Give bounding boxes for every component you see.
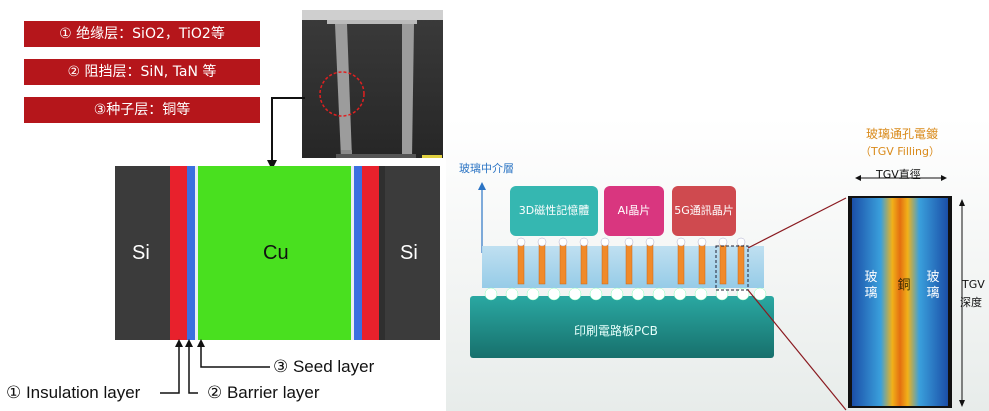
callout-seed: ③种子层：铜等 <box>24 97 260 123</box>
legend-leader-lines <box>160 339 270 394</box>
tgv-title: 玻璃通孔電鍍 <box>866 127 939 141</box>
si-right-label: Si <box>400 242 418 264</box>
insulation-layer-label: ① Insulation layer <box>6 383 141 402</box>
tsv-cross-section: Si Cu Si <box>115 166 440 340</box>
cross-section-graphic <box>115 166 440 340</box>
tgv-depth-label-1: TGV <box>962 278 985 291</box>
glass-right-label: 玻璃 <box>926 270 940 301</box>
chip-5g: 5G通訊晶片 <box>672 186 736 236</box>
chip-3d-memory: 3D磁性記憶體 <box>510 186 598 236</box>
tgv-subtitle: （TGV Filling） <box>860 145 940 158</box>
cu-label: Cu <box>263 242 289 264</box>
si-left-label: Si <box>132 242 150 264</box>
sem-image-graphic <box>302 10 443 158</box>
copper-label: 銅 <box>897 278 911 293</box>
connector-arrow <box>267 97 305 170</box>
tgv-depth-label-2: 深度 <box>960 296 982 309</box>
interposer-label: 玻璃中介層 <box>459 162 514 175</box>
sem-image <box>302 10 443 158</box>
callout-insulation: ① 绝缘层：SiO2，TiO2等 <box>24 21 260 47</box>
chip-ai: AI晶片 <box>604 186 664 236</box>
barrier-layer-label: ② Barrier layer <box>207 383 320 402</box>
tgv-diameter-label: TGV直徑 <box>876 168 921 181</box>
pcb-label: 印刷電路板PCB <box>574 324 658 338</box>
glass-left-label: 玻璃 <box>864 270 878 301</box>
package-graphic <box>470 175 965 411</box>
callout-barrier: ② 阻挡层：SiN, TaN 等 <box>24 59 260 85</box>
seed-layer-label: ③ Seed layer <box>273 357 375 376</box>
